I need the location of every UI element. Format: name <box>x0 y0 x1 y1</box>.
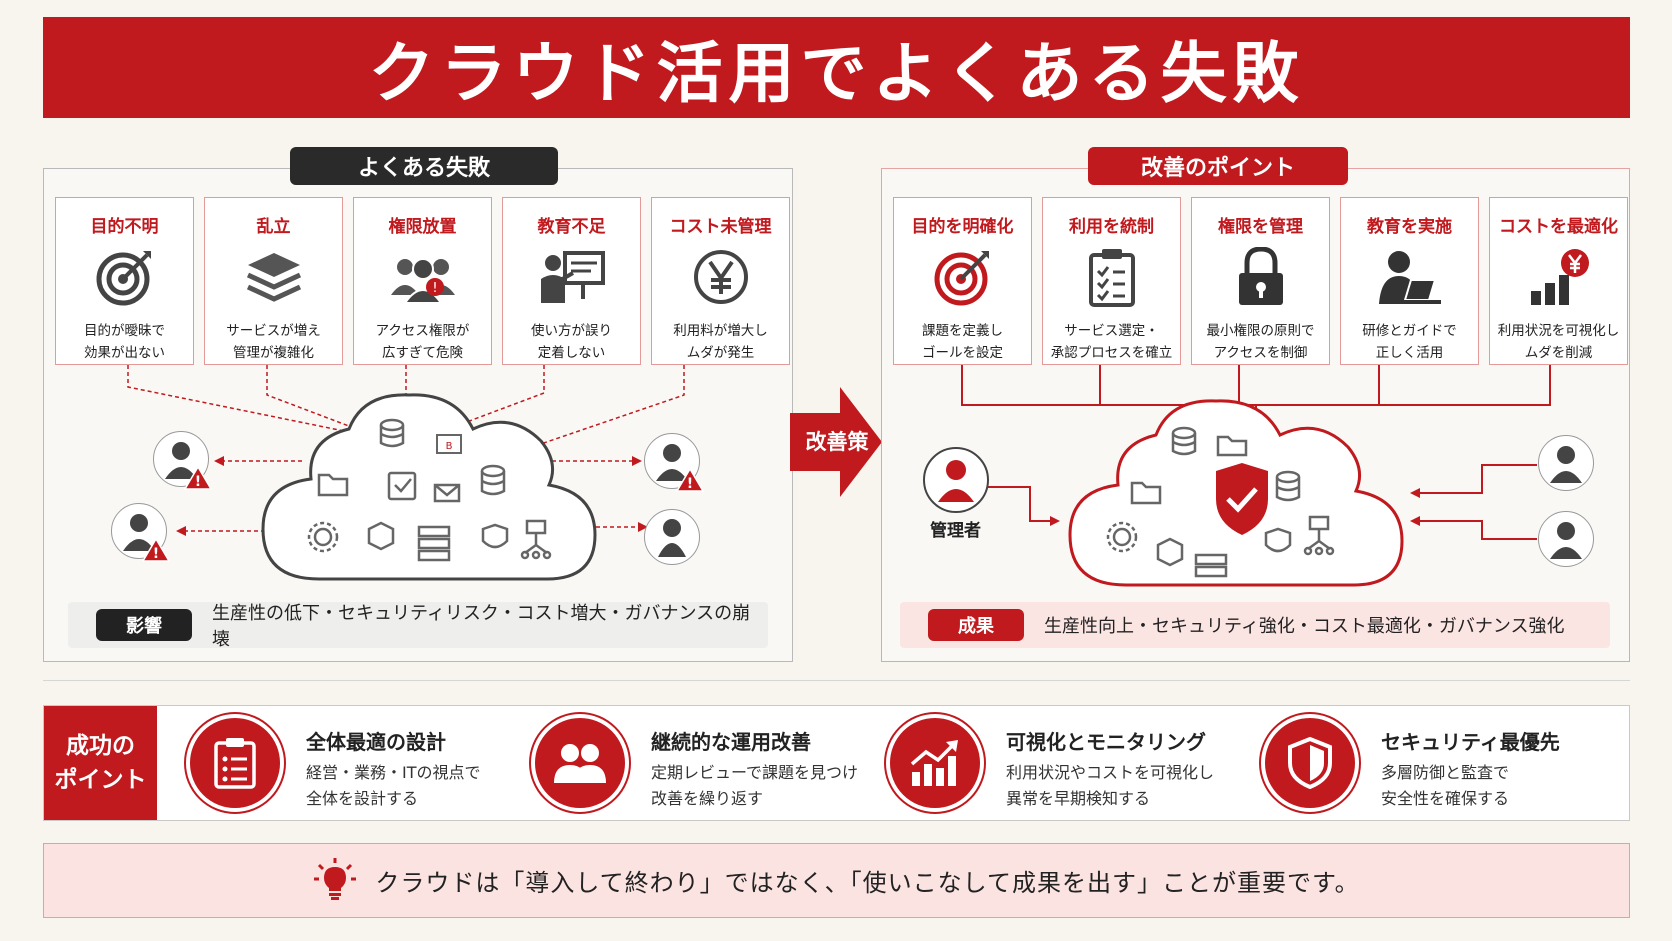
success-desc: 経営・業務・ITの視点で全体を設計する <box>306 763 481 808</box>
card-title: 教育を実施 <box>1367 217 1452 237</box>
success-title: セキュリティ最優先 <box>1381 730 1560 754</box>
clipboard-icon <box>186 714 284 812</box>
improvement-card: 目的を明確化 課題を定義しゴールを設定 <box>893 197 1032 365</box>
card-title: 教育不足 <box>537 217 606 237</box>
page-title: クラウド活用でよくある失敗 <box>368 34 1305 112</box>
card-title: 権限放置 <box>388 217 457 237</box>
improvement-arrow-label: 改善策 <box>805 430 869 454</box>
target-icon <box>928 246 998 308</box>
success-desc: 利用状況やコストを可視化し異常を早期検知する <box>1006 763 1215 808</box>
improvement-arrow <box>790 387 882 497</box>
warning-icon: ! <box>141 537 171 567</box>
panel-label-improvement: 改善のポイント <box>1088 147 1348 185</box>
secure-cloud-icon <box>1068 399 1404 587</box>
card-desc: 最小権限の原則でアクセスを制御 <box>1206 323 1315 361</box>
chart-yen-icon <box>1524 246 1594 308</box>
card-desc: サービスが増え管理が複雑化 <box>226 323 321 361</box>
card-desc: 使い方が誤り定着しない <box>531 323 612 361</box>
success-points-bar: 成功の ポイント 全体最適の設計 経営・業務・ITの視点で全体を設計する 継続的… <box>43 705 1630 821</box>
card-desc: サービス選定・承認プロセスを確立 <box>1050 323 1173 361</box>
success-desc: 定期レビューで課題を見つけ改善を繰り返す <box>651 763 859 808</box>
target-icon <box>90 246 160 308</box>
card-desc: 研修とガイドで正しく活用 <box>1362 323 1457 361</box>
shield-icon <box>1261 714 1359 812</box>
card-title: コストを最適化 <box>1499 217 1618 237</box>
card-title: 目的を明確化 <box>911 217 1014 237</box>
success-title: 継続的な運用改善 <box>651 730 811 754</box>
improvement-points-panel: 改善のポイント 目的を明確化 課題を定義しゴールを設定 利用を統制 サービス選定… <box>881 147 1630 662</box>
user-avatar-icon <box>644 433 700 489</box>
improvement-card: 利用を統制 サービス選定・承認プロセスを確立 <box>1042 197 1181 365</box>
success-desc: 多層防御と監査で安全性を確保する <box>1381 763 1510 808</box>
panel-label-failures: よくある失敗 <box>290 147 558 185</box>
yen-icon <box>686 246 756 308</box>
lock-icon <box>1226 246 1296 308</box>
team-icon <box>531 714 629 812</box>
impact-bar: 影響 生産性の低下・セキュリティリスク・コスト増大・ガバナンスの崩壊 <box>68 602 768 650</box>
warning-icon: ! <box>183 465 213 495</box>
improvement-card: 教育を実施 研修とガイドで正しく活用 <box>1340 197 1479 365</box>
key-message-banner: クラウドは「導入して終わり」ではなく、「使いこなして成果を出す」ことが重要です。 <box>43 843 1630 918</box>
success-title: 全体最適の設計 <box>306 730 446 754</box>
failure-card: 目的不明 目的が曖昧で効果が出ない <box>55 197 194 365</box>
card-desc: 目的が曖昧で効果が出ない <box>84 323 165 361</box>
users-group-icon: ! <box>388 246 458 308</box>
divider <box>43 680 1630 681</box>
cluttered-cloud-icon: B <box>261 393 597 581</box>
failure-cards: 目的不明 目的が曖昧で効果が出ない 乱立 サービスが増え管理が複雑化 権限放置 … <box>55 197 790 365</box>
user-avatar-icon <box>1538 435 1594 491</box>
card-title: 権限を管理 <box>1218 217 1303 237</box>
svg-text:!: ! <box>195 474 201 490</box>
lightbulb-icon <box>313 857 357 905</box>
card-desc: 利用料が増大しムダが発生 <box>673 323 768 361</box>
common-failures-panel: よくある失敗 目的不明 目的が曖昧で効果が出ない 乱立 サービスが増え管理が複雑… <box>43 147 793 662</box>
card-title: 利用を統制 <box>1069 217 1154 237</box>
svg-text:!: ! <box>687 476 693 492</box>
improvement-cards: 目的を明確化 課題を定義しゴールを設定 利用を統制 サービス選定・承認プロセスを… <box>893 197 1628 365</box>
user-laptop-icon <box>1375 246 1445 308</box>
success-label: 成功の ポイント <box>44 706 157 820</box>
result-bar: 成果 生産性向上・セキュリティ強化・コスト最適化・ガバナンス強化 <box>900 602 1610 648</box>
failure-card: コスト未管理 利用料が増大しムダが発生 <box>651 197 790 365</box>
failure-card: 教育不足 使い方が誤り定着しない <box>502 197 641 365</box>
card-title: 目的不明 <box>90 217 159 237</box>
checklist-icon <box>1077 246 1147 308</box>
card-desc: アクセス権限が広すぎて危険 <box>375 323 470 361</box>
failure-card: 乱立 サービスが増え管理が複雑化 <box>204 197 343 365</box>
result-badge: 成果 <box>928 609 1024 641</box>
admin-label: 管理者 <box>930 521 981 541</box>
svg-text:!: ! <box>153 546 159 562</box>
presentation-icon <box>537 246 607 308</box>
title-bar: クラウド活用でよくある失敗 <box>43 17 1630 118</box>
growth-chart-icon <box>886 714 984 812</box>
svg-text:B: B <box>446 441 453 452</box>
card-title: コスト未管理 <box>669 217 772 237</box>
card-desc: 課題を定義しゴールを設定 <box>922 323 1003 361</box>
user-avatar-icon <box>644 509 700 565</box>
user-avatar-icon <box>1538 511 1594 567</box>
result-text: 生産性向上・セキュリティ強化・コスト最適化・ガバナンス強化 <box>1044 616 1565 637</box>
card-desc: 利用状況を可視化しムダを削減 <box>1497 323 1620 361</box>
user-avatar-icon <box>111 503 167 559</box>
success-title: 可視化とモニタリング <box>1006 730 1206 754</box>
improvement-card: コストを最適化 利用状況を可視化しムダを削減 <box>1489 197 1628 365</box>
admin-avatar-icon <box>923 447 989 513</box>
card-title: 乱立 <box>256 217 291 237</box>
improvement-card: 権限を管理 最小権限の原則でアクセスを制御 <box>1191 197 1330 365</box>
failure-card: 権限放置 ! アクセス権限が広すぎて危険 <box>353 197 492 365</box>
impact-badge: 影響 <box>96 609 192 641</box>
impact-text: 生産性の低下・セキュリティリスク・コスト増大・ガバナンスの崩壊 <box>211 603 751 650</box>
key-message-text: クラウドは「導入して終わり」ではなく、「使いこなして成果を出す」ことが重要です。 <box>375 869 1360 897</box>
layers-icon <box>239 246 309 308</box>
svg-text:!: ! <box>432 281 437 296</box>
warning-icon: ! <box>675 467 705 497</box>
